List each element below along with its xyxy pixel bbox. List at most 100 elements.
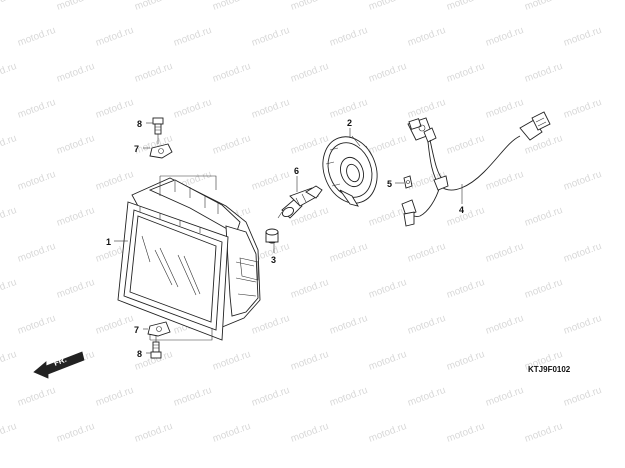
watermark-text: motod.ru — [523, 277, 564, 301]
headlight-unit[interactable] — [117, 177, 261, 341]
headlight-bulb[interactable] — [277, 185, 323, 219]
watermark-text: motod.ru — [484, 385, 525, 409]
callout-7-top: 7 — [134, 144, 139, 154]
watermark-text: motod.ru — [94, 169, 135, 193]
watermark-text: motod.ru — [367, 205, 408, 229]
watermark-text: motod.ru — [250, 313, 291, 337]
watermark-text: motod.ru — [562, 385, 603, 409]
watermark-text: motod.ru — [562, 313, 603, 337]
watermark-text: motod.ru — [562, 241, 603, 265]
watermark-text: motod.ru — [445, 61, 486, 85]
watermark-text: motod.ru — [328, 25, 369, 49]
mounting-bracket-top[interactable] — [149, 143, 173, 159]
headlight-wire-harness[interactable] — [401, 111, 551, 227]
bolt-top[interactable] — [152, 117, 164, 135]
watermark-text: motod.ru — [211, 133, 252, 157]
watermark-text: motod.ru — [16, 97, 57, 121]
watermark-text: motod.ru — [406, 385, 447, 409]
watermark-text: motod.ru — [133, 421, 174, 445]
watermark-text: motod.ru — [250, 169, 291, 193]
watermark-text: motod.ru — [523, 421, 564, 445]
watermark-text: motod.ru — [367, 61, 408, 85]
watermark-text: motod.ru — [289, 277, 330, 301]
watermark-text: motod.ru — [0, 349, 18, 373]
watermark-text: motod.ru — [406, 25, 447, 49]
watermark-text: motod.ru — [94, 313, 135, 337]
watermark-text: motod.ru — [484, 241, 525, 265]
watermark-text: motod.ru — [445, 133, 486, 157]
watermark-text: motod.ru — [406, 97, 447, 121]
callout-8-bottom: 8 — [137, 349, 142, 359]
callout-2: 2 — [347, 118, 352, 128]
watermark-text: motod.ru — [94, 97, 135, 121]
watermark-text: motod.ru — [16, 313, 57, 337]
watermark-text: motod.ru — [406, 241, 447, 265]
callout-4: 4 — [459, 205, 464, 215]
watermark-text: motod.ru — [445, 0, 486, 13]
bolt-bottom[interactable] — [150, 341, 162, 359]
watermark-text: motod.ru — [484, 97, 525, 121]
watermark-text: motod.ru — [0, 61, 18, 85]
watermark-text: motod.ru — [445, 349, 486, 373]
watermark-text: motod.ru — [172, 97, 213, 121]
direction-label: FR. — [52, 355, 67, 368]
watermark-text: motod.ru — [0, 133, 18, 157]
watermark-text: motod.ru — [328, 385, 369, 409]
watermark-text: motod.ru — [211, 0, 252, 13]
watermark-text: motod.ru — [16, 385, 57, 409]
watermark-text: motod.ru — [55, 0, 96, 13]
watermark-text: motod.ru — [94, 25, 135, 49]
watermark-text: motod.ru — [55, 133, 96, 157]
watermark-text: motod.ru — [523, 205, 564, 229]
watermark-text: motod.ru — [484, 169, 525, 193]
bulb-socket-cover[interactable] — [314, 129, 386, 211]
watermark-layer: motod.ru motod.ru motod.ru motod.ru motod.ru… — [0, 0, 603, 445]
watermark-text: motod.ru — [16, 169, 57, 193]
callout-1: 1 — [106, 237, 111, 247]
watermark-text: motod.ru — [211, 349, 252, 373]
watermark-text: motod.ru — [0, 0, 18, 13]
watermark-text: motod.ru — [445, 205, 486, 229]
watermark-text: motod.ru — [55, 277, 96, 301]
watermark-text: motod.ru — [211, 61, 252, 85]
callout-5: 5 — [387, 179, 392, 189]
front-direction-arrow: FR. — [33, 351, 85, 379]
watermark-text: motod.ru — [562, 97, 603, 121]
watermark-text: motod.ru — [484, 25, 525, 49]
watermark-text: motod.ru — [289, 421, 330, 445]
watermark-text: motod.ru — [562, 25, 603, 49]
callout-6: 6 — [294, 166, 299, 176]
watermark-text: motod.ru — [523, 61, 564, 85]
watermark-text: motod.ru — [55, 205, 96, 229]
watermark-text: motod.ru — [133, 0, 174, 13]
mounting-bracket-bottom[interactable] — [147, 321, 171, 337]
callout-3: 3 — [271, 255, 276, 265]
watermark-text: motod.ru — [445, 277, 486, 301]
watermark-text: motod.ru — [172, 385, 213, 409]
watermark-text: motod.ru — [0, 421, 18, 445]
watermark-text: motod.ru — [289, 133, 330, 157]
watermark-text: motod.ru — [172, 25, 213, 49]
watermark-text: motod.ru — [55, 61, 96, 85]
watermark-text: motod.ru — [289, 61, 330, 85]
callout-7-bottom: 7 — [134, 325, 139, 335]
watermark-text: motod.ru — [0, 277, 18, 301]
watermark-text: motod.ru — [250, 97, 291, 121]
watermark-text: motod.ru — [250, 25, 291, 49]
watermark-text: motod.ru — [16, 241, 57, 265]
watermark-text: motod.ru — [94, 385, 135, 409]
watermark-text: motod.ru — [445, 421, 486, 445]
watermark-text: motod.ru — [0, 205, 18, 229]
wire-clip[interactable] — [403, 175, 413, 189]
watermark-text: motod.ru — [367, 277, 408, 301]
dust-cover-cap[interactable] — [265, 228, 279, 244]
watermark-text: motod.ru — [250, 385, 291, 409]
watermark-text: motod.ru — [406, 313, 447, 337]
watermark-text: motod.ru — [55, 421, 96, 445]
watermark-text: motod.ru — [367, 133, 408, 157]
callout-8-top: 8 — [137, 119, 142, 129]
watermark-text: motod.ru — [289, 349, 330, 373]
watermark-text: motod.ru — [523, 0, 564, 13]
watermark-text: motod.ru — [484, 313, 525, 337]
